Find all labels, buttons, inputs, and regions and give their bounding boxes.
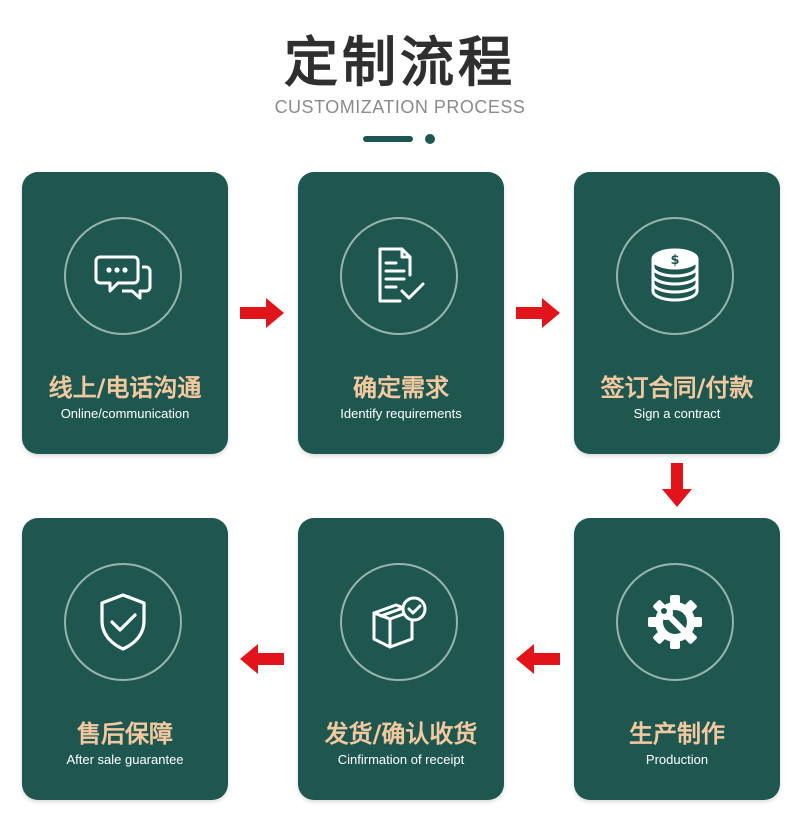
arrow-left-icon	[240, 644, 284, 674]
step-card-after-sale: 售后保障 After sale guarantee	[22, 518, 228, 800]
icon-ring	[340, 217, 458, 335]
page-title: 定制流程	[284, 31, 516, 94]
step-subtitle: Online/communication	[60, 406, 190, 421]
step-subtitle: Identify requirements	[340, 406, 462, 421]
step-title: 发货/确认收货	[324, 720, 478, 748]
step-card-delivery: 发货/确认收货 Cinfirmation of receipt	[298, 518, 504, 800]
step-subtitle: After sale guarantee	[66, 752, 184, 767]
package-check-icon	[372, 596, 427, 649]
step-title: 生产制作	[629, 720, 725, 748]
gear-wrench-icon	[648, 595, 702, 649]
arrow-right-icon	[516, 298, 560, 328]
document-check-icon	[378, 247, 425, 303]
step-subtitle: Cinfirmation of receipt	[337, 752, 465, 767]
step-card-production: 生产制作 Production	[574, 518, 780, 800]
step-card-sign-contract: $ 签订合同/付款 Sign a contract	[574, 172, 780, 454]
chat-bubbles-icon	[94, 255, 152, 300]
page-subtitle: CUSTOMIZATION PROCESS	[274, 97, 526, 117]
step-title: 线上/电话沟通	[48, 374, 202, 402]
step-card-identify-requirements: 确定需求 Identify requirements	[298, 172, 504, 454]
icon-ring	[340, 563, 458, 681]
step-subtitle: Production	[645, 752, 709, 767]
coin-stack-icon: $	[651, 248, 699, 302]
title-decoration-dot	[425, 134, 435, 144]
step-title: 售后保障	[77, 720, 173, 748]
icon-ring: $	[616, 217, 734, 335]
arrow-down-icon	[662, 463, 692, 507]
step-title: 签订合同/付款	[600, 374, 754, 402]
title-decoration-bar	[363, 136, 413, 142]
step-title: 确定需求	[353, 374, 449, 402]
icon-ring	[616, 563, 734, 681]
arrow-left-icon	[516, 644, 560, 674]
svg-text:$: $	[670, 253, 679, 268]
step-card-online-communication: 线上/电话沟通 Online/communication	[22, 172, 228, 454]
step-subtitle: Sign a contract	[633, 406, 721, 421]
shield-check-icon	[100, 593, 146, 651]
arrow-right-icon	[240, 298, 284, 328]
icon-ring	[64, 217, 182, 335]
icon-ring	[64, 563, 182, 681]
